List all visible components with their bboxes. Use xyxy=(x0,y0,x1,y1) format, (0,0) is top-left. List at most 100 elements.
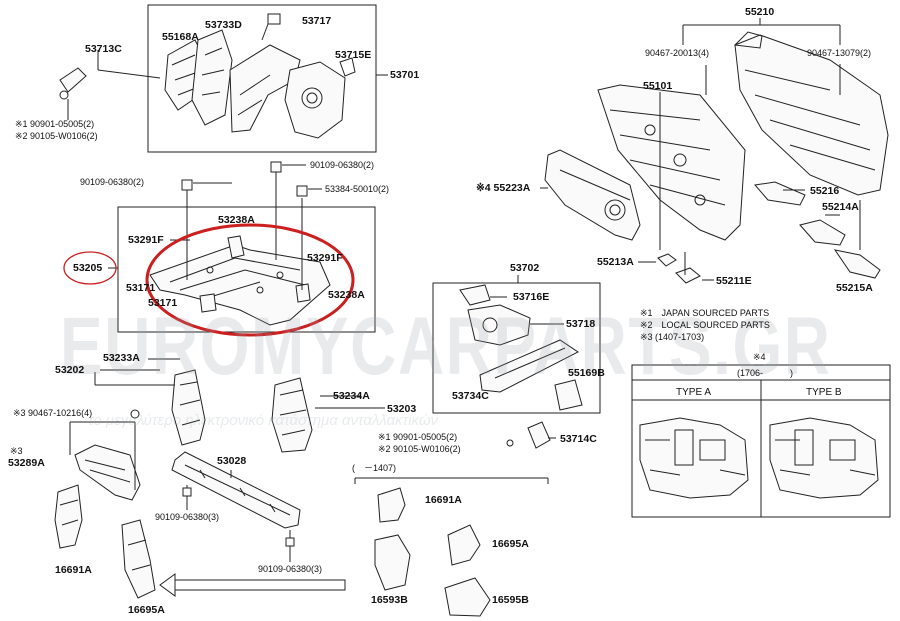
type-a-label[interactable]: TYPE A xyxy=(676,387,712,398)
part-label-53205[interactable]: 53205 xyxy=(73,262,103,274)
part-53289A-drawing xyxy=(74,444,141,501)
part-53203-drawing xyxy=(271,377,313,453)
part-label-90467-20013[interactable]: 90467-20013(4) xyxy=(645,48,710,58)
group-box-53205 xyxy=(117,206,376,333)
part-label-53702[interactable]: 53702 xyxy=(510,262,540,274)
part-label-53733D[interactable]: 53733D xyxy=(205,19,242,31)
part-16695A-left-drawing xyxy=(121,519,156,599)
part-label-16695A-left[interactable]: 16695A xyxy=(128,604,165,616)
part-53028-drawing xyxy=(171,451,301,529)
part-label-53384-50010[interactable]: 53384-50010(2) xyxy=(325,184,390,194)
part-label-90109-06380-c[interactable]: 90109-06380(3) xyxy=(155,512,220,522)
part-53715E-drawing xyxy=(284,57,356,139)
part-label-90109-06380-a[interactable]: 90109-06380(2) xyxy=(80,177,145,187)
part-53733D-drawing xyxy=(191,29,233,126)
part-55210-drawing xyxy=(733,31,889,196)
part-label-53202[interactable]: 53202 xyxy=(55,364,85,376)
bolt-53713C xyxy=(59,67,87,100)
part-53717-drawing xyxy=(229,13,301,133)
part-55213A-drawing xyxy=(657,253,677,267)
note-range-1407-1703: ※3 (1407-1703) xyxy=(640,332,705,342)
type-box-mark: ※4 xyxy=(753,352,766,362)
part-55215A-drawing xyxy=(833,249,881,279)
part-label-53713C[interactable]: 53713C xyxy=(85,43,122,55)
type-b-label[interactable]: TYPE B xyxy=(806,387,842,398)
part-label-53291F-left[interactable]: 53291F xyxy=(128,234,164,246)
part-label-90109-06380-d[interactable]: 90109-06380(3) xyxy=(258,564,323,574)
part-label-53289A-mark[interactable]: ※3 xyxy=(10,446,23,456)
part-55216-drawing xyxy=(754,181,806,206)
part-53291F-crossmember xyxy=(149,244,331,326)
part-label-55211E[interactable]: 55211E xyxy=(716,275,752,287)
part-label-55215A[interactable]: 55215A xyxy=(836,282,873,294)
part-label-55213A[interactable]: 55213A xyxy=(597,256,634,268)
part-label-16691A-left[interactable]: 16691A xyxy=(55,564,92,576)
part-label-90901-05005-a[interactable]: ※1 90901-05005(2) xyxy=(15,119,95,129)
part-label-53028[interactable]: 53028 xyxy=(217,455,247,467)
part-label-53715E[interactable]: 53715E xyxy=(335,49,372,61)
part-label-90105-w0106-a[interactable]: ※2 90105-W0106(2) xyxy=(15,131,98,141)
highlight-circle-label xyxy=(63,251,117,285)
type-a-drawing xyxy=(639,417,749,499)
note-local-sourced: ※2 LOCAL SOURCED PARTS xyxy=(640,320,770,330)
part-label-55223A[interactable]: ※4 55223A xyxy=(476,182,531,194)
part-label-90467-13079[interactable]: 90467-13079(2) xyxy=(807,48,872,58)
part-label-16593B[interactable]: 16593B xyxy=(371,594,408,606)
part-16695A-right-drawing xyxy=(447,524,481,566)
part-label-55216[interactable]: 55216 xyxy=(810,185,840,197)
part-label-53701[interactable]: 53701 xyxy=(390,69,420,81)
part-label-53714C[interactable]: 53714C xyxy=(560,433,597,445)
part-53734C-drawing xyxy=(479,339,579,393)
part-label-53716E[interactable]: 53716E xyxy=(513,291,550,303)
part-label-53734C[interactable]: 53734C xyxy=(452,390,489,402)
part-53718-drawing xyxy=(467,304,531,346)
part-53716E-drawing xyxy=(459,284,491,306)
bracket-53238A-lower xyxy=(295,283,311,303)
part-label-53171-lower[interactable]: 53171 xyxy=(148,297,178,309)
part-label-53289A[interactable]: 53289A xyxy=(8,457,45,469)
part-label-16691A-right[interactable]: 16691A xyxy=(425,494,462,506)
part-label-53718[interactable]: 53718 xyxy=(566,318,596,330)
part-55101-drawing xyxy=(597,84,746,241)
bracket-53238A-upper xyxy=(227,235,245,259)
part-label-55101[interactable]: 55101 xyxy=(643,80,673,92)
watermark-tagline: το μεγαλύτερο ηλεκτρονικό κατάστημα αντα… xyxy=(88,412,439,429)
part-label-53238A-lower[interactable]: 53238A xyxy=(328,289,365,301)
part-label-90467-10216[interactable]: ※3 90467-10216(4) xyxy=(13,408,93,418)
part-label-90109-06380-b[interactable]: 90109-06380(2) xyxy=(310,160,375,170)
part-16595B-drawing xyxy=(444,577,491,617)
direction-arrow xyxy=(159,573,346,597)
part-label-90901-05005-b[interactable]: ※1 90901-05005(2) xyxy=(378,432,458,442)
part-label-53203[interactable]: 53203 xyxy=(387,403,417,415)
part-55211E-drawing xyxy=(675,267,701,284)
part-53714C-drawing xyxy=(506,421,551,449)
part-label-90105-w0106-b[interactable]: ※2 90105-W0106(2) xyxy=(378,444,461,454)
part-label-55210[interactable]: 55210 xyxy=(745,6,775,18)
part-label-16595B[interactable]: 16595B xyxy=(492,594,529,606)
part-label-53717[interactable]: 53717 xyxy=(302,15,332,27)
highlight-circle-53205 xyxy=(145,223,355,337)
part-label-53234A[interactable]: 53234A xyxy=(333,390,370,402)
part-16593B-drawing xyxy=(374,534,411,591)
range-label-1407: ( －1407) xyxy=(352,463,397,473)
part-label-55169B[interactable]: 55169B xyxy=(568,367,605,379)
part-label-55168A[interactable]: 55168A xyxy=(162,31,199,43)
part-label-55214A[interactable]: 55214A xyxy=(822,201,859,213)
note-japan-sourced: ※1 JAPAN SOURCED PARTS xyxy=(640,308,770,318)
part-label-16695A-right[interactable]: 16695A xyxy=(492,538,529,550)
part-16691A-left-drawing xyxy=(54,484,83,549)
part-label-53171-upper[interactable]: 53171 xyxy=(126,282,156,294)
bracket-53171 xyxy=(199,293,217,313)
type-box-range: (1706- ) xyxy=(737,368,794,378)
part-label-53233A[interactable]: 53233A xyxy=(103,352,140,364)
part-label-53291F-right[interactable]: 53291F xyxy=(307,252,343,264)
part-55214A-drawing xyxy=(799,219,846,246)
part-16691A-right-drawing xyxy=(377,487,406,523)
group-box-53701 xyxy=(147,4,377,153)
type-b-drawing xyxy=(769,417,879,499)
part-label-53238A-upper[interactable]: 53238A xyxy=(218,214,255,226)
watermark-brand: EUROMYCARPARTS.GR xyxy=(60,301,832,392)
group-box-53702 xyxy=(432,282,601,414)
